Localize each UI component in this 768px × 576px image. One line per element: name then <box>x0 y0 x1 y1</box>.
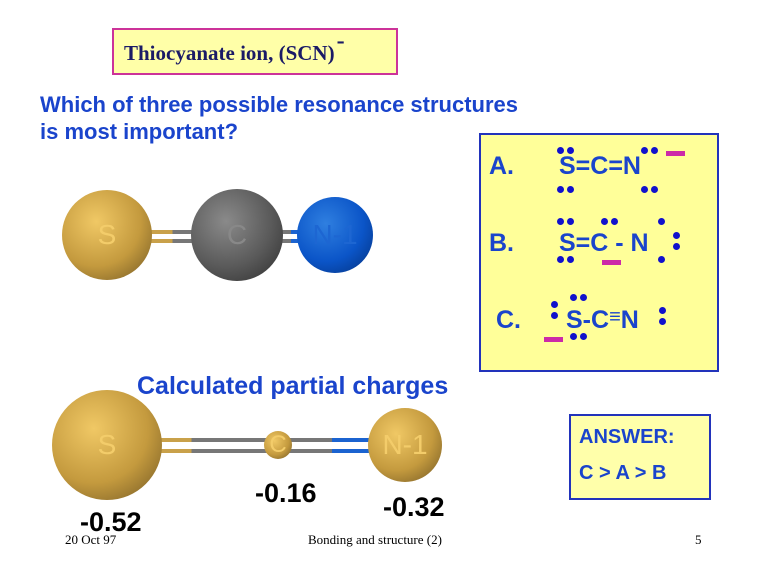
nitrogen-atom: N-1 <box>368 408 442 482</box>
electron-dot <box>557 147 564 154</box>
negative-charge-mark <box>544 337 563 342</box>
title-box: Thiocyanate ion, (SCN)- <box>112 28 398 75</box>
answer-box: ANSWER: C > A > B <box>569 414 711 500</box>
electron-dot <box>673 243 680 250</box>
electron-dot <box>659 318 666 325</box>
electron-dot <box>580 333 587 340</box>
atom-label: C <box>269 431 287 458</box>
nitrogen-atom: N-1 <box>297 197 373 273</box>
atom-label: N-1 <box>382 429 428 460</box>
electron-dot <box>551 312 558 319</box>
charge-sulfur: -0.52 <box>80 507 142 537</box>
electron-dot <box>567 186 574 193</box>
atom-label: C <box>226 219 248 250</box>
sulfur-atom: S <box>52 390 162 500</box>
electron-dot <box>641 147 648 154</box>
answer-value: C > A > B <box>579 462 667 484</box>
option-label: A. <box>489 152 514 180</box>
option-label: B. <box>489 229 514 257</box>
electron-dot <box>580 294 587 301</box>
electron-dot <box>659 307 666 314</box>
page-number: 5 <box>695 532 702 547</box>
electron-dot <box>651 186 658 193</box>
carbon-atom: C <box>191 189 283 281</box>
option-label: C. <box>496 306 521 334</box>
partial-charges-heading: Calculated partial charges <box>137 372 449 400</box>
option-formula: S-C <box>566 306 610 334</box>
electron-dot <box>551 301 558 308</box>
double-bond-top <box>150 230 195 234</box>
title-superscript: - <box>336 28 345 54</box>
question-line-2: is most important? <box>40 119 239 144</box>
cn-bond-bottom <box>280 239 302 243</box>
electron-dot <box>673 232 680 239</box>
electron-dot <box>658 256 665 263</box>
electron-dot <box>567 218 574 225</box>
option-formula: S=C - N <box>559 229 649 257</box>
electron-dot <box>601 218 608 225</box>
electron-dot <box>570 333 577 340</box>
double-bond-bottom <box>150 239 195 243</box>
electron-dot <box>567 256 574 263</box>
footer-title: Bonding and structure (2) <box>308 532 442 547</box>
negative-charge-mark <box>666 151 685 156</box>
electron-dot <box>611 218 618 225</box>
answer-label: ANSWER: <box>579 426 675 448</box>
atom-label: S <box>97 219 117 250</box>
question-line-1: Which of three possible resonance struct… <box>40 92 519 117</box>
atom-label: N-1 <box>312 219 358 250</box>
electron-dot <box>567 147 574 154</box>
charge-nitrogen: -0.32 <box>383 492 445 522</box>
footer-date: 20 Oct 97 <box>65 532 117 547</box>
cn-bond-top <box>280 230 302 234</box>
title-text: Thiocyanate ion, (SCN) <box>124 41 335 65</box>
question: Which of three possible resonance struct… <box>40 91 518 145</box>
slide-title: Thiocyanate ion, (SCN)- <box>124 28 345 67</box>
electron-dot <box>557 186 564 193</box>
triple-bond: ≡ <box>609 306 621 328</box>
electron-dot <box>570 294 577 301</box>
atom-label: S <box>97 429 117 460</box>
electron-dot <box>651 147 658 154</box>
electron-dot <box>658 218 665 225</box>
negative-charge-mark <box>602 260 621 265</box>
electron-dot <box>557 218 564 225</box>
resonance-options-box <box>479 133 719 372</box>
electron-dot <box>641 186 648 193</box>
option-formula: S=C=N <box>559 152 641 180</box>
option-formula-end: N <box>620 306 639 334</box>
sulfur-atom: S <box>62 190 152 280</box>
electron-dot <box>557 256 564 263</box>
charge-carbon: -0.16 <box>255 478 317 508</box>
carbon-atom: C <box>264 431 292 459</box>
